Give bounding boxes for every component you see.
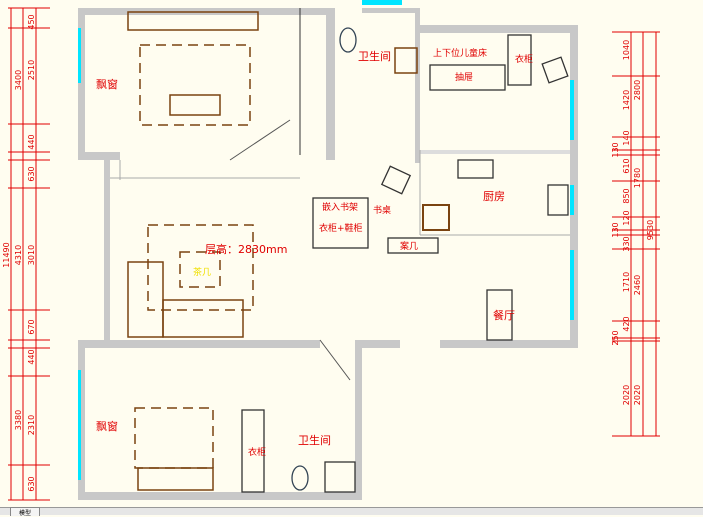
- dim-left-inner: 440: [27, 134, 36, 149]
- dim-left-inner: 2310: [27, 415, 36, 435]
- dim-left-mid: 3400: [14, 70, 23, 90]
- dim-left-inner: 630: [27, 476, 36, 491]
- label-bookshelf: 嵌入书架: [322, 202, 358, 213]
- dim-right-inner: 610: [622, 158, 631, 173]
- walls: [78, 8, 578, 500]
- label-bathroom-bottom: 卫生间: [298, 433, 331, 447]
- label-bathroom-top: 卫生间: [358, 49, 391, 63]
- label-bay-window-bottom: 飘窗: [96, 419, 118, 433]
- dim-left-inner: 440: [27, 349, 36, 364]
- dim-right-inner: 130: [611, 142, 620, 157]
- dim-right-inner: 2020: [622, 385, 631, 405]
- label-wardrobe-shoe: 衣柜+鞋柜: [319, 222, 363, 234]
- label-dining: 餐厅: [493, 308, 515, 322]
- dim-right-inner: 120: [622, 210, 631, 225]
- dim-right-inner: 140: [622, 130, 631, 145]
- dim-left-inner: 450: [27, 14, 36, 29]
- dim-right-mid: 2800: [633, 80, 642, 100]
- dim-left-mid: 3380: [14, 410, 23, 430]
- label-wardrobe-top: 衣柜: [515, 53, 533, 65]
- label-wardrobe-bottom: 衣柜: [248, 446, 266, 458]
- dim-right-inner: 1040: [622, 40, 631, 60]
- dim-left-inner: 2510: [27, 60, 36, 80]
- dim-right-inner: 250: [611, 330, 620, 345]
- dim-right-inner: 420: [622, 316, 631, 331]
- label-ceiling-height: 层高：2830mm: [205, 242, 287, 256]
- dim-left-inner: 670: [27, 319, 36, 334]
- dim-right-inner: 330: [622, 236, 631, 251]
- tab-model[interactable]: 模型: [10, 507, 41, 517]
- dim-right-inner: 1420: [622, 90, 631, 110]
- dim-left-inner: 630: [27, 166, 36, 181]
- label-bay-window-top: 飘窗: [96, 77, 118, 91]
- dim-right-inner: 850: [622, 188, 631, 203]
- room-labels: 飘窗 飘窗 卫生间 卫生间 上下位儿童床 抽屉 衣柜 厨房 餐厅 嵌入书架 书桌…: [96, 47, 533, 458]
- label-desk: 书桌: [373, 204, 391, 216]
- dimension-left: [8, 7, 50, 501]
- label-tea-table: 案几: [400, 240, 418, 252]
- label-coffee-table: 茶几: [193, 266, 211, 278]
- dim-left-total: 11490: [2, 242, 11, 267]
- label-kitchen: 厨房: [483, 190, 505, 203]
- dim-left-mid: 4310: [14, 245, 23, 265]
- dim-left-inner: 3010: [27, 245, 36, 265]
- furniture: [110, 8, 570, 493]
- dim-right-inner: 130: [611, 222, 620, 237]
- dim-right-inner: 1710: [622, 272, 631, 292]
- dim-right-mid: 2020: [633, 385, 642, 405]
- dimension-right: [612, 31, 660, 437]
- dim-right-mid: 2460: [633, 275, 642, 295]
- dim-right-mid: 1780: [633, 168, 642, 188]
- dim-right-total: 9530: [646, 220, 655, 240]
- label-bunk-bed: 上下位儿童床: [433, 47, 487, 59]
- label-drawer: 抽屉: [455, 71, 473, 83]
- windows: [78, 0, 574, 480]
